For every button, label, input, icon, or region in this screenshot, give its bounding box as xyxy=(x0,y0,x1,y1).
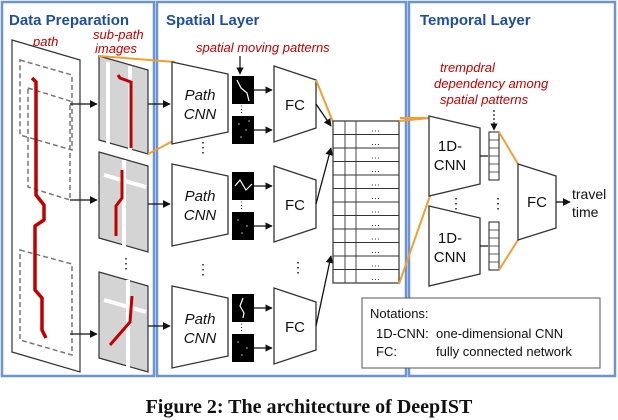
spatial-layer-panel xyxy=(155,0,408,378)
notation-key-fc: FC: xyxy=(376,344,397,359)
svg-text:CNN: CNN xyxy=(184,106,217,123)
svg-text:Path: Path xyxy=(185,311,216,328)
spatial-fc-block-2: FC xyxy=(273,165,317,243)
svg-text:Path: Path xyxy=(185,87,216,104)
one-d-cnn-vertical-ellipsis: ⋮ xyxy=(449,195,463,211)
sub-path-window-3 xyxy=(19,249,73,356)
matrix-row-ellipsis: … xyxy=(371,232,380,242)
svg-text:CNN: CNN xyxy=(434,249,467,266)
svg-text:1D-: 1D- xyxy=(438,138,462,155)
sub-path-image-2 xyxy=(98,151,149,253)
temporal-layer-title: Temporal Layer xyxy=(420,12,531,29)
notation-key-1d-cnn: 1D-CNN: xyxy=(376,326,429,341)
matrix-row-ellipsis: … xyxy=(371,164,380,174)
svg-text:⋮: ⋮ xyxy=(237,200,246,210)
svg-text:CNN: CNN xyxy=(184,207,217,224)
matrix-row-ellipsis: … xyxy=(371,259,380,269)
path-annotation: path xyxy=(32,34,58,49)
notations-box: Notations: 1D-CNN: one-dimensional CNN F… xyxy=(361,297,601,369)
sub-path-annotation-line2: images xyxy=(95,41,137,56)
matrix-row-ellipsis: … xyxy=(371,191,380,201)
matrix-row-ellipsis: … xyxy=(371,151,380,161)
travel-path-route xyxy=(30,76,48,339)
path-cnn-vertical-ellipsis: ⋮ xyxy=(196,261,210,277)
data-preparation-panel xyxy=(0,0,156,378)
sub-path-image-vertical-ellipsis: ⋮ xyxy=(119,255,133,271)
one-d-cnn-block-1: 1D- CNN xyxy=(428,115,481,197)
spatial-layer-title: Spatial Layer xyxy=(166,12,260,29)
path-cnn-block-3: Path CNN xyxy=(171,285,229,369)
temporal-fc-block: FC xyxy=(517,163,557,241)
svg-text:FC: FC xyxy=(527,194,547,211)
path-cnn-block-2: Path CNN xyxy=(171,163,229,247)
temporal-feature-vector-2 xyxy=(488,221,500,271)
one-d-cnn-block-2: 1D- CNN xyxy=(428,205,481,287)
matrix-row-ellipsis: … xyxy=(371,124,380,134)
path-cnn-block-1: Path CNN xyxy=(171,61,229,145)
figure-caption: Figure 2: The architecture of DeepIST xyxy=(145,396,473,418)
matrix-row-ellipsis: … xyxy=(371,137,380,147)
sub-path-window-1 xyxy=(19,59,73,151)
notations-title: Notations: xyxy=(370,306,429,321)
spatial-pattern-sequence-matrix: … … … … … … … … … … … … xyxy=(332,120,400,284)
svg-text:FC: FC xyxy=(285,319,305,336)
matrix-row-ellipsis: … xyxy=(371,272,380,282)
svg-text:CNN: CNN xyxy=(434,157,467,174)
svg-text:CNN: CNN xyxy=(184,330,217,347)
spatial-moving-patterns-annotation: spatial moving patterns xyxy=(196,40,330,55)
temporal-annotation-line2: dependency among xyxy=(434,76,549,91)
spatial-pattern-thumbnails-2: ⋮ xyxy=(232,172,254,240)
data-preparation-title: Data Preparation xyxy=(9,12,129,29)
svg-text:⋮: ⋮ xyxy=(237,322,246,332)
matrix-row-ellipsis: … xyxy=(371,218,380,228)
spatial-fc-block-1: FC xyxy=(273,65,317,143)
sub-path-image-1 xyxy=(98,55,149,155)
travel-time-output-line2: time xyxy=(572,204,599,220)
matrix-row-ellipsis: … xyxy=(371,245,380,255)
temporal-layer-panel xyxy=(407,0,617,378)
spatial-fc-block-3: FC xyxy=(273,287,317,365)
fc-vertical-ellipsis: ⋮ xyxy=(291,259,305,275)
temporal-annotation-line3: spatial patterns xyxy=(440,92,529,107)
svg-text:FC: FC xyxy=(285,197,305,214)
full-path-map xyxy=(11,39,81,373)
matrix-row-ellipsis: … xyxy=(371,178,380,188)
temporal-annotation-line1: trempdral xyxy=(440,60,496,75)
notation-value-fc: fully connected network xyxy=(436,344,572,359)
svg-text:1D-: 1D- xyxy=(438,230,462,247)
sub-path-image-3 xyxy=(98,271,149,373)
temporal-feature-vector-1 xyxy=(488,131,500,181)
travel-time-output-line1: travel xyxy=(572,186,606,202)
sub-path-annotation-line1: sub-path xyxy=(93,27,144,42)
sub-path-window-2 xyxy=(27,86,71,202)
svg-text:FC: FC xyxy=(285,97,305,114)
spatial-pattern-thumbnails-3: ⋮ xyxy=(232,294,254,362)
svg-text:⋮: ⋮ xyxy=(237,104,246,114)
spatial-row-ellipsis: ⋮ xyxy=(196,139,210,155)
notation-value-1d-cnn: one-dimensional CNN xyxy=(436,326,563,341)
matrix-row-ellipsis: … xyxy=(371,205,380,215)
spatial-pattern-thumbnails-1: ⋮ xyxy=(232,56,254,144)
temporal-vector-vertical-ellipsis: ⋮ xyxy=(491,195,505,211)
svg-text:Path: Path xyxy=(185,188,216,205)
